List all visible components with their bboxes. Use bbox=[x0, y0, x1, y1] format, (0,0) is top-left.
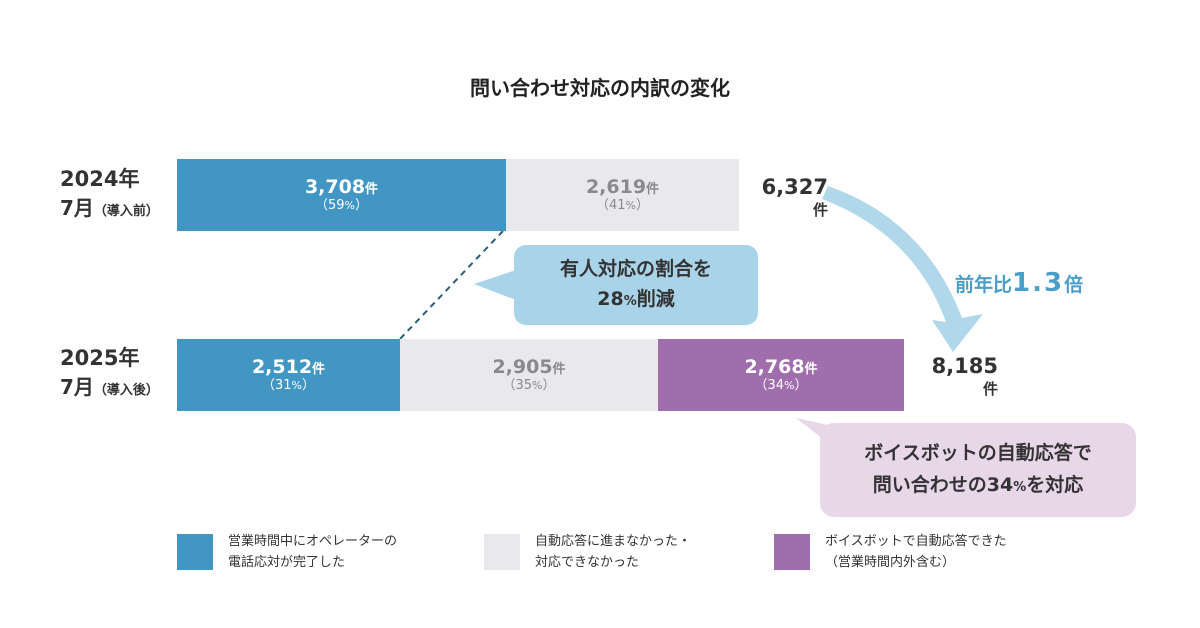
legend-line: 営業時間中にオペレーターの bbox=[228, 534, 398, 549]
row-total-2024: 6,327 件 bbox=[740, 175, 828, 220]
legend-line: 自動応答に進まなかった・ bbox=[535, 534, 692, 549]
yoy-suffix: 倍 bbox=[1064, 274, 1084, 296]
legend-line: （営業時間内外含む） bbox=[825, 555, 956, 570]
voicebot-prefix: 問い合わせの bbox=[872, 473, 987, 496]
data-label: 3,708件 bbox=[305, 176, 378, 198]
yoy-prefix: 前年比 bbox=[955, 274, 1013, 296]
row-month-label: 7月 bbox=[60, 196, 94, 220]
total-unit: 件 bbox=[982, 380, 998, 398]
row-label-2025: 2025年 7月（導入後） bbox=[60, 345, 172, 400]
callout-blue-tail bbox=[474, 270, 516, 300]
legend-line: ボイスボットで自動応答できた bbox=[825, 534, 1007, 549]
bar-segment-operator: 3,708件（59%） bbox=[177, 159, 506, 231]
voicebot-callout-line2: 問い合わせの34%を対応 bbox=[873, 469, 1084, 504]
total-unit: 件 bbox=[812, 201, 828, 219]
dashed-connector-line bbox=[398, 230, 504, 341]
data-label-unit: 件 bbox=[552, 362, 566, 377]
data-label-value: 2,768 bbox=[744, 356, 805, 378]
data-label-unit: 件 bbox=[804, 362, 818, 377]
data-label-percent: （35%） bbox=[502, 378, 556, 393]
legend-swatch bbox=[484, 534, 520, 570]
reduction-callout-line1: 有人対応の割合を bbox=[559, 257, 712, 280]
percent-sign: % bbox=[1013, 479, 1027, 495]
total-value: 6,327 bbox=[761, 175, 828, 199]
voicebot-callout-line1: ボイスボットの自動応答で bbox=[864, 441, 1092, 464]
total-value: 8,185 bbox=[931, 354, 998, 378]
legend-item-operator: 営業時間中にオペレーターの 電話応対が完了した bbox=[177, 531, 397, 573]
percent-sign: % bbox=[623, 293, 637, 309]
data-label-percent: （59%） bbox=[314, 198, 368, 213]
legend-swatch bbox=[774, 534, 810, 570]
growth-arrow-icon bbox=[822, 186, 983, 352]
row-month-label: 7月 bbox=[60, 375, 94, 399]
legend-label: ボイスボットで自動応答できた （営業時間内外含む） bbox=[825, 531, 1007, 573]
voicebot-suffix: を対応 bbox=[1026, 473, 1084, 496]
row-note-label: （導入前） bbox=[93, 204, 159, 219]
row-year-label: 2025年 bbox=[60, 346, 140, 370]
bar-segment-not-handled: 2,619件（41%） bbox=[506, 159, 739, 231]
legend-line: 対応できなかった bbox=[535, 555, 640, 570]
data-label-value: 2,619 bbox=[585, 176, 647, 198]
data-label-percent: （31%） bbox=[261, 378, 315, 393]
row-note-label: （導入後） bbox=[93, 383, 159, 398]
chart-title: 問い合わせ対応の内訳の変化 bbox=[470, 76, 730, 100]
data-label-value: 2,512 bbox=[251, 356, 313, 378]
yoy-annotation: 前年比1.3倍 bbox=[955, 268, 1083, 298]
reduction-callout-line2: 28%削減 bbox=[597, 284, 675, 317]
data-label: 2,619件 bbox=[586, 176, 659, 198]
data-label-value: 2,905 bbox=[492, 356, 553, 378]
data-label-percent: （41%） bbox=[595, 198, 649, 213]
reduction-callout: 有人対応の割合を 28%削減 bbox=[514, 245, 758, 325]
data-label-value: 3,708 bbox=[304, 176, 366, 198]
bar-segment-operator: 2,512件（31%） bbox=[177, 339, 400, 411]
row-year-label: 2024年 bbox=[60, 167, 140, 191]
data-label-unit: 件 bbox=[365, 182, 379, 197]
row-total-2025: 8,185 件 bbox=[912, 354, 998, 399]
bar-segment-voicebot: 2,768件（34%） bbox=[658, 339, 904, 411]
data-label: 2,768件 bbox=[744, 356, 817, 378]
legend-label: 自動応答に進まなかった・ 対応できなかった bbox=[535, 531, 691, 573]
data-label-unit: 件 bbox=[646, 182, 660, 197]
data-label: 2,512件 bbox=[252, 356, 325, 378]
voicebot-value: 34 bbox=[986, 473, 1014, 496]
legend-item-voicebot: ボイスボットで自動応答できた （営業時間内外含む） bbox=[774, 531, 1007, 573]
voicebot-callout: ボイスボットの自動応答で 問い合わせの34%を対応 bbox=[820, 423, 1136, 517]
yoy-value: 1.3 bbox=[1012, 268, 1065, 298]
reduction-suffix: 削減 bbox=[636, 287, 675, 310]
data-label-percent: （34%） bbox=[754, 378, 808, 393]
legend-item-not-handled: 自動応答に進まなかった・ 対応できなかった bbox=[484, 531, 691, 573]
reduction-value: 28 bbox=[597, 287, 624, 310]
legend-swatch bbox=[177, 534, 213, 570]
data-label-unit: 件 bbox=[312, 362, 326, 377]
legend-line: 電話応対が完了した bbox=[228, 555, 346, 570]
bar-segment-not-handled: 2,905件（35%） bbox=[400, 339, 658, 411]
legend-label: 営業時間中にオペレーターの 電話応対が完了した bbox=[228, 531, 397, 573]
row-label-2024: 2024年 7月（導入前） bbox=[60, 166, 172, 221]
data-label: 2,905件 bbox=[492, 356, 565, 378]
